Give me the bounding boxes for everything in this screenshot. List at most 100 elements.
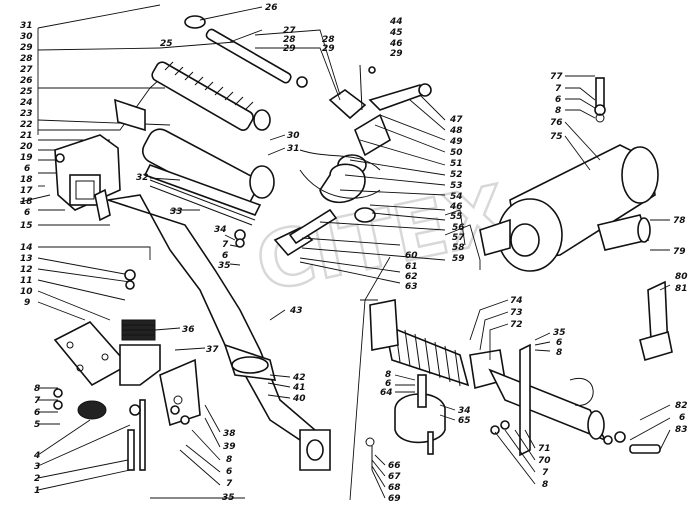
label-59: 59 (452, 254, 465, 264)
label-46b: 46 (449, 202, 463, 212)
label-8-c: 8 (385, 370, 391, 380)
label-19: 19 (20, 153, 33, 163)
label-8-r: 8 (555, 106, 561, 116)
label-69: 69 (388, 494, 401, 504)
label-41: 41 (292, 383, 306, 393)
label-29: 29 (20, 43, 33, 53)
labels-left-column: 31 30 29 28 27 26 25 24 23 22 21 20 19 6… (20, 21, 41, 496)
label-8-r2: 8 (556, 348, 562, 358)
exhaust-flange-box (19, 134, 121, 222)
label-31: 31 (20, 21, 33, 31)
label-7-r: 7 (555, 84, 562, 94)
label-22: 22 (20, 120, 33, 130)
label-45: 45 (389, 28, 403, 38)
label-25: 25 (20, 87, 33, 97)
label-6-mid2: 6 (226, 467, 232, 477)
label-51: 51 (450, 159, 463, 169)
label-68: 68 (388, 483, 401, 493)
label-38: 38 (223, 429, 236, 439)
label-47: 47 (449, 115, 463, 125)
label-50: 50 (450, 148, 463, 158)
label-29-mid: 29 (322, 44, 335, 54)
label-49: 49 (449, 137, 463, 147)
label-37: 37 (206, 345, 219, 355)
label-28-mid: 28 (322, 35, 335, 45)
label-55: 55 (450, 212, 463, 222)
label-67: 67 (388, 472, 401, 482)
label-34: 34 (214, 225, 227, 235)
label-54: 54 (450, 192, 463, 202)
label-76: 76 (550, 118, 563, 128)
label-42: 42 (292, 373, 306, 383)
label-63: 63 (405, 282, 418, 292)
label-26: 26 (20, 76, 33, 86)
label-30: 30 (20, 32, 33, 42)
label-56: 56 (452, 223, 465, 233)
label-57: 57 (452, 233, 465, 243)
label-4: 4 (33, 451, 40, 461)
label-14: 14 (20, 243, 33, 253)
label-13: 13 (20, 254, 33, 264)
label-70: 70 (538, 456, 551, 466)
washers (53, 229, 613, 445)
label-21: 21 (20, 131, 33, 141)
label-48: 48 (449, 126, 463, 136)
label-18b: 18 (20, 197, 33, 207)
label-23: 23 (20, 109, 33, 119)
label-35-mid: 35 (218, 261, 231, 271)
label-66: 66 (388, 461, 401, 471)
label-33: 33 (170, 207, 183, 217)
label-79: 79 (673, 247, 686, 257)
label-74: 74 (510, 296, 523, 306)
label-78: 78 (673, 216, 686, 226)
label-81: 81 (675, 284, 688, 294)
side-bracket (614, 280, 673, 454)
label-6c: 6 (34, 408, 40, 418)
middle-leader-lines (149, 6, 481, 501)
label-6-c: 6 (385, 379, 391, 389)
label-1: 1 (34, 486, 40, 496)
label-82: 82 (675, 401, 688, 411)
label-9: 9 (24, 298, 30, 308)
label-8-r3: 8 (542, 480, 548, 490)
label-77: 77 (550, 72, 563, 82)
label-6-r4: 6 (679, 413, 685, 423)
label-44: 44 (389, 17, 403, 27)
label-6a: 6 (24, 164, 30, 174)
label-28: 28 (20, 54, 33, 64)
label-43: 43 (289, 306, 303, 316)
label-27: 27 (20, 65, 33, 75)
label-6-r2: 6 (556, 338, 562, 348)
label-6b: 6 (24, 208, 30, 218)
label-52: 52 (450, 170, 463, 180)
label-58: 58 (452, 243, 465, 253)
linkage-assembly (273, 64, 432, 257)
label-75: 75 (550, 132, 563, 142)
label-71: 71 (538, 444, 551, 454)
pipe-clamp (365, 374, 446, 470)
label-53: 53 (450, 181, 463, 191)
label-80: 80 (675, 272, 688, 282)
label-25-top: 25 (160, 39, 173, 49)
label-29b: 29 (390, 49, 403, 59)
muffler (479, 77, 659, 272)
exhaust-downpipe (107, 194, 331, 471)
label-62: 62 (405, 272, 418, 282)
label-7-r3: 7 (542, 468, 549, 478)
label-36: 36 (182, 325, 195, 335)
label-6-r: 6 (555, 95, 561, 105)
label-27-top: 27 (283, 26, 296, 36)
cylinder-assembly (114, 98, 275, 226)
label-83: 83 (675, 425, 688, 435)
label-15: 15 (20, 221, 33, 231)
label-11: 11 (20, 276, 33, 286)
label-8: 8 (34, 384, 40, 394)
label-7-mid2: 7 (226, 479, 233, 489)
label-12: 12 (20, 265, 33, 275)
right-leader-lines (360, 75, 671, 499)
label-39: 39 (223, 442, 236, 452)
label-20: 20 (20, 142, 33, 152)
label-32: 32 (136, 173, 149, 183)
label-35-bottom: 35 (222, 493, 235, 503)
